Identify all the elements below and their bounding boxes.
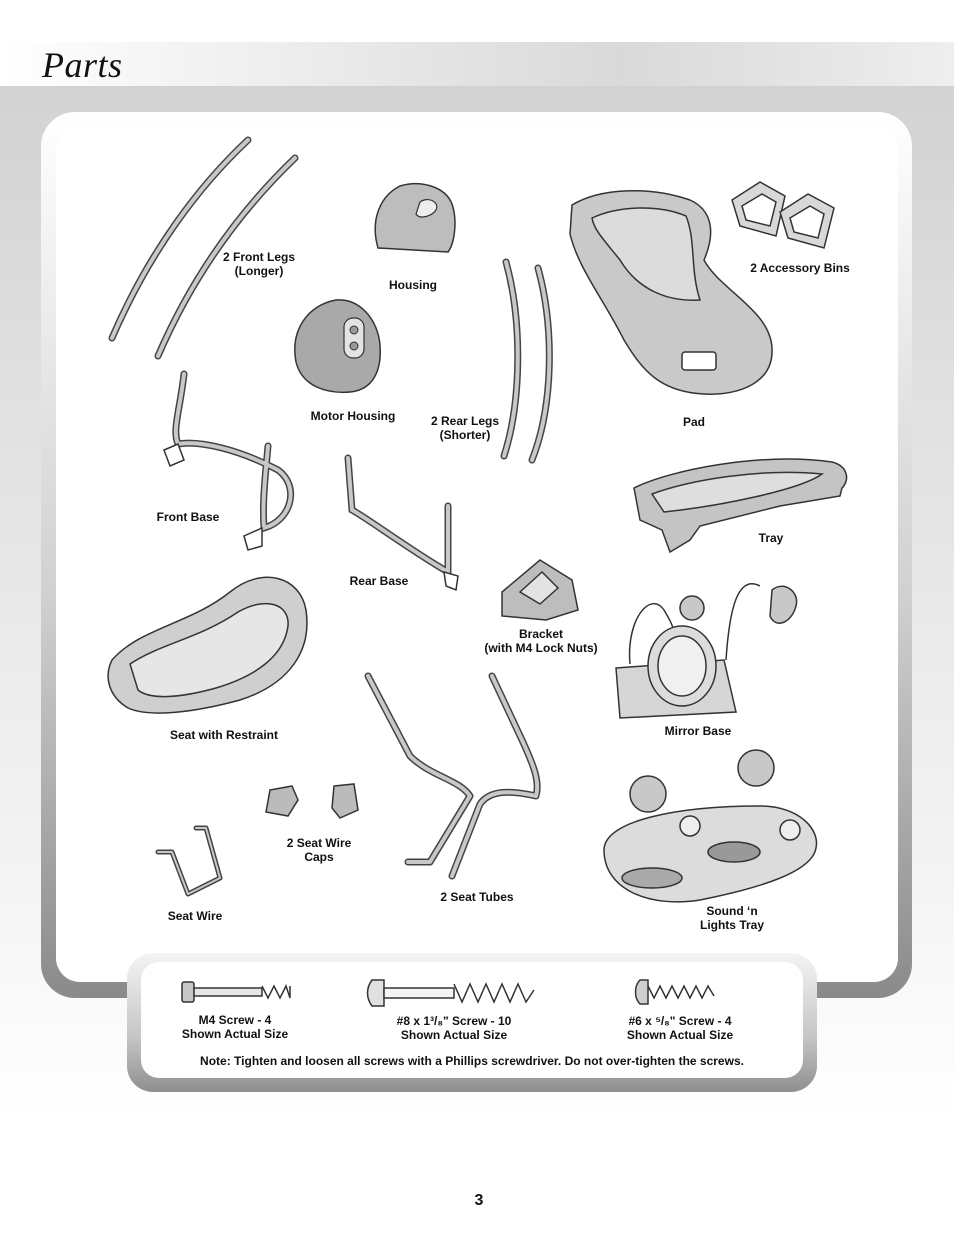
rear-base-label: Rear Base	[349, 574, 409, 588]
page-number: 3	[474, 1192, 484, 1209]
front-legs-illustration	[108, 136, 299, 360]
front-base-label: Front Base	[156, 510, 220, 524]
seat-wire-illustration	[155, 825, 223, 897]
mirror-base-label: Mirror Base	[664, 724, 732, 738]
mirror-base-illustration	[615, 583, 798, 719]
no6-screw-drawing	[634, 979, 715, 1005]
screws-panel	[141, 962, 803, 1078]
header-band	[0, 42, 954, 86]
seat-tubes-label: 2 Seat Tubes	[440, 890, 514, 904]
accessory-bins-illustration	[731, 181, 835, 249]
seat-with-restraint-label: Seat with Restraint	[169, 728, 279, 742]
front-base-illustration	[163, 370, 295, 551]
rear-legs-label: 2 Rear Legs(Shorter)	[430, 414, 500, 442]
m4-screw-drawing	[181, 981, 291, 1003]
sound-lights-tray-illustration	[603, 749, 818, 903]
accessory-bins-label: 2 Accessory Bins	[750, 261, 850, 275]
motor-housing-illustration	[294, 299, 381, 394]
pad-illustration	[569, 190, 773, 395]
housing-illustration	[374, 183, 456, 253]
tray-label: Tray	[758, 531, 784, 545]
seat-wire-caps-illustration	[265, 783, 359, 819]
seat-tubes-illustration	[364, 672, 541, 880]
bracket-illustration	[501, 559, 579, 621]
seat-wire-label: Seat Wire	[167, 909, 223, 923]
screw-note: Note: Tighten and loosen all screws with…	[200, 1054, 744, 1068]
motor-housing-label: Motor Housing	[310, 409, 396, 423]
no8-screw-drawing	[366, 979, 535, 1007]
tray-illustration	[633, 458, 848, 554]
housing-label: Housing	[389, 278, 437, 292]
rear-base-illustration	[344, 454, 459, 592]
front-legs-label: 2 Front Legs(Longer)	[222, 250, 295, 278]
page-title: Parts	[42, 45, 123, 85]
seat-with-restraint-illustration	[107, 576, 308, 714]
rear-legs-illustration	[500, 258, 553, 464]
bracket-label: Bracket(with M4 Lock Nuts)	[484, 627, 598, 655]
pad-label: Pad	[682, 415, 705, 429]
